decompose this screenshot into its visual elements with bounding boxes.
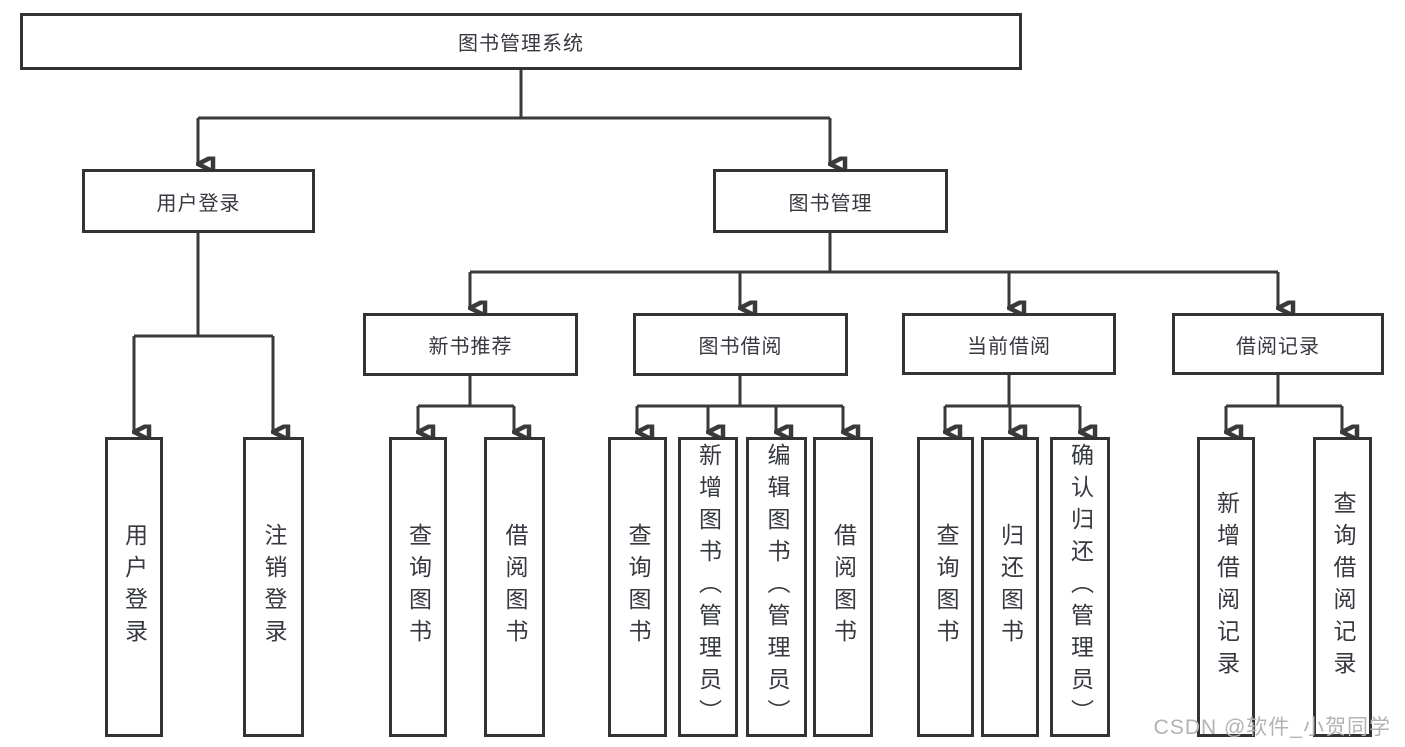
node-borrow-records-label: 借阅记录 bbox=[1236, 335, 1320, 358]
leaf-cb-confirm-return-admin-label: 确认归还（管理员） bbox=[1067, 443, 1094, 731]
leaf-logout: 注销登录 bbox=[243, 437, 304, 737]
leaf-bb-edit-books-admin: 编辑图书（管理员） bbox=[746, 437, 807, 737]
leaf-bb-borrow-books-label: 借阅图书 bbox=[830, 523, 857, 651]
leaf-bb-query-books-label: 查询图书 bbox=[625, 523, 651, 651]
leaf-bb-add-books-admin-label: 新增图书（管理员） bbox=[695, 443, 722, 731]
leaf-nb-query-books: 查询图书 bbox=[389, 437, 447, 737]
leaf-logout-label: 注销登录 bbox=[261, 523, 287, 651]
leaf-bb-query-books: 查询图书 bbox=[608, 437, 667, 737]
leaf-nb-query-books-label: 查询图书 bbox=[405, 523, 432, 651]
leaf-user-login-label: 用户登录 bbox=[121, 523, 148, 651]
leaf-br-query-record-label: 查询借阅记录 bbox=[1330, 491, 1356, 683]
leaf-bb-add-books-admin: 新增图书（管理员） bbox=[678, 437, 738, 737]
node-current-borrow-label: 当前借阅 bbox=[967, 335, 1051, 358]
watermark: CSDN @软件_小贺同学 bbox=[1153, 716, 1391, 739]
leaf-cb-query-books: 查询图书 bbox=[917, 437, 974, 737]
node-root-label: 图书管理系统 bbox=[458, 33, 584, 55]
leaf-cb-confirm-return-admin: 确认归还（管理员） bbox=[1050, 437, 1110, 737]
leaf-bb-borrow-books: 借阅图书 bbox=[813, 437, 873, 737]
leaf-br-add-record-label: 新增借阅记录 bbox=[1213, 491, 1240, 683]
node-book-borrow: 图书借阅 bbox=[633, 313, 848, 376]
leaf-bb-edit-books-admin-label: 编辑图书（管理员） bbox=[764, 443, 790, 731]
leaf-nb-borrow-books: 借阅图书 bbox=[484, 437, 545, 737]
leaf-br-query-record: 查询借阅记录 bbox=[1313, 437, 1372, 737]
node-new-book-recommend-label: 新书推荐 bbox=[428, 336, 513, 358]
leaf-nb-borrow-books-label: 借阅图书 bbox=[502, 523, 528, 651]
node-book-mgmt: 图书管理 bbox=[713, 169, 948, 233]
node-current-borrow: 当前借阅 bbox=[902, 313, 1116, 375]
node-new-book-recommend: 新书推荐 bbox=[363, 313, 578, 376]
leaf-cb-return-books: 归还图书 bbox=[981, 437, 1039, 737]
node-borrow-records: 借阅记录 bbox=[1172, 313, 1384, 375]
node-root: 图书管理系统 bbox=[20, 13, 1022, 70]
node-user-login-label: 用户登录 bbox=[156, 192, 241, 215]
leaf-cb-return-books-label: 归还图书 bbox=[997, 523, 1024, 651]
node-user-login: 用户登录 bbox=[82, 169, 315, 233]
leaf-user-login: 用户登录 bbox=[105, 437, 163, 737]
node-book-mgmt-label: 图书管理 bbox=[788, 192, 873, 215]
node-book-borrow-label: 图书借阅 bbox=[698, 336, 783, 358]
leaf-cb-query-books-label: 查询图书 bbox=[933, 523, 959, 651]
leaf-br-add-record: 新增借阅记录 bbox=[1197, 437, 1255, 737]
